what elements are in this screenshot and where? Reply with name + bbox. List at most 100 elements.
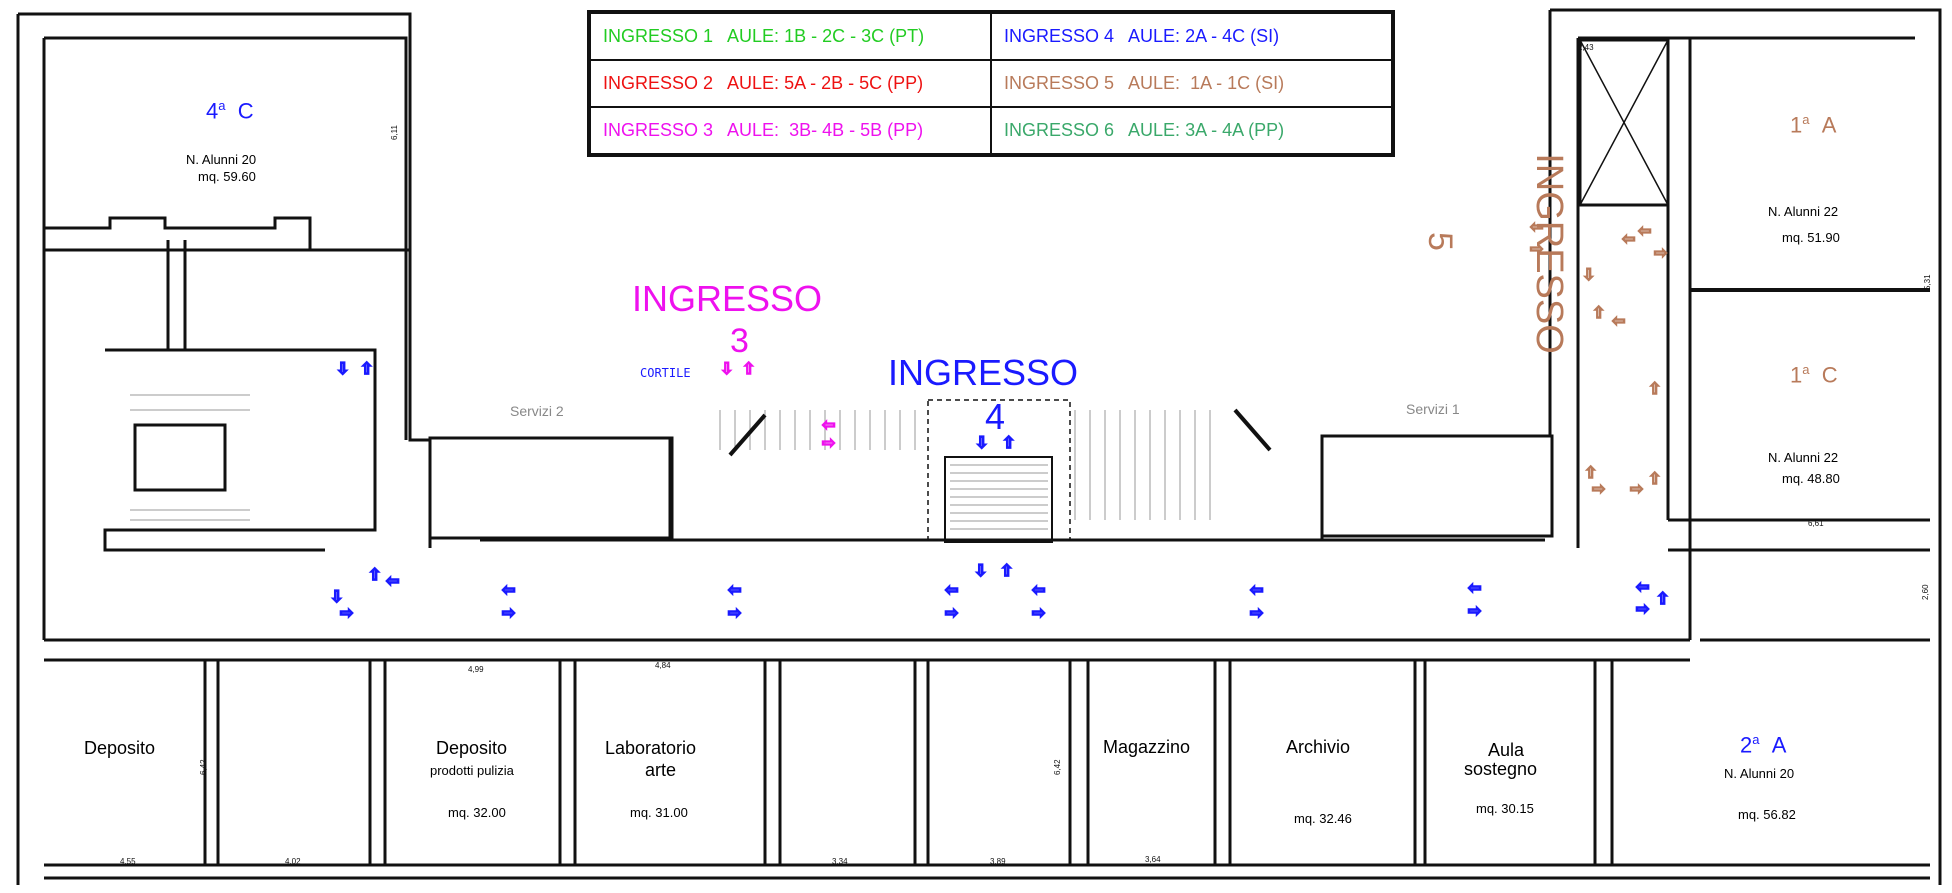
room-letter: A <box>1821 112 1837 138</box>
svg-text:⇨: ⇨ <box>1654 245 1667 262</box>
svg-text:⇨: ⇨ <box>1530 241 1543 258</box>
magazzino-label: Magazzino <box>1103 737 1191 757</box>
svg-text:⇦: ⇦ <box>945 582 958 599</box>
svg-text:⇧: ⇧ <box>1584 465 1597 482</box>
dimension-label: 3,89 <box>990 857 1006 866</box>
room-letter: A <box>1771 732 1787 758</box>
svg-text:⇨: ⇨ <box>822 435 835 452</box>
room-2a-students: N. Alunni 20 <box>1724 766 1795 781</box>
room-superscript: a <box>1802 362 1810 377</box>
room-number: 1 <box>1790 112 1803 138</box>
servizi-2-label: Servizi 2 <box>510 403 564 419</box>
svg-text:⇩: ⇩ <box>336 361 349 378</box>
stairs <box>130 394 1211 530</box>
svg-text:⇦: ⇦ <box>1638 223 1651 240</box>
room-1c-title: 1a C <box>1790 362 1838 388</box>
svg-text:⇦: ⇦ <box>1468 580 1481 597</box>
sostegno-area: mq. 30.15 <box>1476 801 1534 816</box>
dimension-label: 6,42 <box>199 759 208 775</box>
svg-text:⇩: ⇩ <box>330 589 343 606</box>
room-2a-area: mq. 56.82 <box>1738 807 1796 822</box>
exit-arrows-blue: ⇩ ⇧ ⇧ ⇦ ⇩ ⇨ ⇦ ⇨ ⇦ ⇨ ⇦ ⇨ ⇦ ⇨ ⇩ ⇧ ⇩ ⇧ ⇦ ⇨ … <box>329 360 1670 623</box>
entrance-legend: INGRESSO 1 AULE: 1B - 2C - 3C (PT) INGRE… <box>587 10 1395 157</box>
room-1c-students: N. Alunni 22 <box>1768 450 1839 465</box>
svg-text:⇧: ⇧ <box>1592 305 1605 322</box>
svg-text:⇧: ⇧ <box>742 361 755 378</box>
dimension-label: 6,61 <box>1808 519 1824 528</box>
legend-ingresso-3: INGRESSO 3 AULE: 3B- 4B - 5B (PP) <box>590 107 991 154</box>
legend-ingresso-6: INGRESSO 6 AULE: 3A - 4A (PP) <box>991 107 1392 154</box>
sostegno-line2: sostegno <box>1464 759 1538 779</box>
room-4c-area: mq. 59.60 <box>198 169 256 184</box>
dimension-label: 4,02 <box>285 857 301 866</box>
room-number: 1 <box>1790 362 1803 388</box>
svg-text:⇨: ⇨ <box>945 605 958 622</box>
svg-text:⇨: ⇨ <box>1630 481 1643 498</box>
svg-text:⇦: ⇦ <box>1250 582 1263 599</box>
svg-text:⇧: ⇧ <box>1648 381 1661 398</box>
walls <box>16 8 1942 885</box>
dimension-label: 2,43 <box>1578 43 1594 52</box>
svg-text:⇦: ⇦ <box>1612 313 1625 330</box>
svg-text:⇨: ⇨ <box>1032 605 1045 622</box>
room-1a-students: N. Alunni 22 <box>1768 204 1839 219</box>
dimension-label: 4,99 <box>468 665 484 674</box>
exit-arrows-magenta: ⇩ ⇧ ⇦ ⇨ <box>719 360 836 453</box>
deposito-2-label: Deposito <box>436 738 508 758</box>
svg-text:⇦: ⇦ <box>1032 582 1045 599</box>
deposito-2-sub: prodotti pulizia <box>430 763 514 778</box>
laboratorio-line1: Laboratorio <box>605 738 697 758</box>
archivio-area: mq. 32.46 <box>1294 811 1352 826</box>
room-superscript: a <box>1802 112 1810 127</box>
svg-text:⇧: ⇧ <box>1648 471 1661 488</box>
archivio-label: Archivio <box>1286 737 1351 757</box>
laboratorio-area: mq. 31.00 <box>630 805 688 820</box>
dimension-label: 3,64 <box>1145 855 1161 864</box>
svg-text:⇨: ⇨ <box>502 605 515 622</box>
room-number: 2 <box>1740 732 1753 758</box>
svg-text:⇨: ⇨ <box>728 605 741 622</box>
dimension-label: 4,84 <box>655 661 671 670</box>
room-superscript: a <box>218 98 226 113</box>
svg-text:⇧: ⇧ <box>1656 591 1669 608</box>
svg-text:⇨: ⇨ <box>1468 603 1481 620</box>
exit-arrows-brown: ⇦ ⇨ ⇩ ⇦ ⇦ ⇨ ⇧ ⇦ ⇧ ⇧ ⇨ ⇨ ⇧ <box>1529 218 1668 499</box>
svg-text:⇧: ⇧ <box>368 567 381 584</box>
room-1a-title: 1a A <box>1790 112 1836 138</box>
room-number: 4 <box>206 98 219 124</box>
legend-ingresso-1: INGRESSO 1 AULE: 1B - 2C - 3C (PT) <box>590 13 991 60</box>
deposito-2-area: mq. 32.00 <box>448 805 506 820</box>
dimension-labels: 6,11 2,43 5,31 6,61 2,60 4,99 4,84 6,42 … <box>120 43 1932 866</box>
svg-text:⇨: ⇨ <box>1592 481 1605 498</box>
svg-text:⇦: ⇦ <box>502 582 515 599</box>
dimension-label: 6,11 <box>390 124 399 140</box>
svg-text:⇦: ⇦ <box>1622 231 1635 248</box>
ingresso-5-word: INGRESSO <box>1527 153 1570 354</box>
svg-text:⇦: ⇦ <box>822 417 835 434</box>
svg-text:⇩: ⇩ <box>720 361 733 378</box>
svg-text:⇨: ⇨ <box>1250 605 1263 622</box>
ingresso-3-word: INGRESSO <box>632 278 823 319</box>
ingresso-4-word: INGRESSO <box>888 352 1079 393</box>
svg-text:⇩: ⇩ <box>974 563 987 580</box>
svg-text:⇧: ⇧ <box>360 361 373 378</box>
svg-text:⇦: ⇦ <box>728 582 741 599</box>
svg-text:⇧: ⇧ <box>1000 563 1013 580</box>
room-letter: C <box>237 98 254 124</box>
legend-ingresso-4: INGRESSO 4 AULE: 2A - 4C (SI) <box>991 13 1392 60</box>
room-letter: C <box>1821 362 1838 388</box>
legend-ingresso-2: INGRESSO 2 AULE: 5A - 2B - 5C (PP) <box>590 60 991 107</box>
svg-text:⇩: ⇩ <box>1582 267 1595 284</box>
room-superscript: a <box>1752 732 1760 747</box>
dimension-label: 4,55 <box>120 857 136 866</box>
sostegno-line1: Aula <box>1488 740 1525 760</box>
svg-text:⇧: ⇧ <box>1002 435 1015 452</box>
svg-text:⇩: ⇩ <box>975 435 988 452</box>
dimension-label: 3,34 <box>832 857 848 866</box>
room-1a-area: mq. 51.90 <box>1782 230 1840 245</box>
laboratorio-line2: arte <box>645 760 677 780</box>
svg-text:⇦: ⇦ <box>386 573 399 590</box>
dimension-label: 6,42 <box>1053 759 1062 775</box>
svg-text:⇨: ⇨ <box>1636 601 1649 618</box>
